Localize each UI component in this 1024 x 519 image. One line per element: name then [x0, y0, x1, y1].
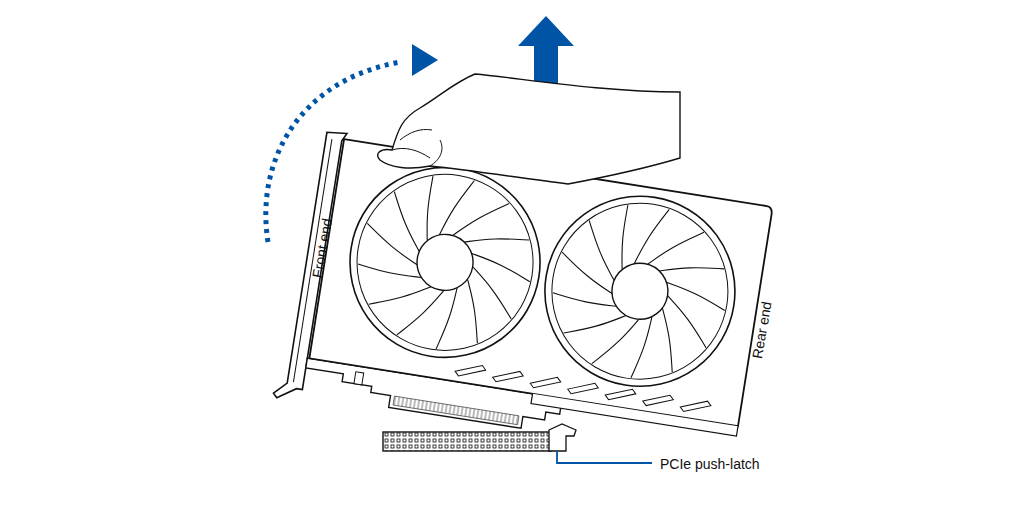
fan-blade [581, 221, 623, 281]
part-label: PCIe push-latch [660, 457, 760, 471]
fan [336, 154, 553, 371]
fan-blade [453, 196, 509, 244]
fan-blade [552, 293, 617, 307]
fan-blade [648, 224, 704, 272]
fan-blade [466, 267, 519, 319]
fan-blade [357, 264, 422, 278]
fan-blade [397, 284, 444, 341]
leader-line [557, 451, 652, 463]
fan-blade [660, 296, 713, 348]
tilt-arrow-head [412, 44, 438, 76]
fan-blade [557, 252, 617, 293]
fin-slot [605, 385, 637, 404]
fin-slot [680, 397, 712, 416]
fan-blade [464, 230, 529, 252]
fan-blade [617, 205, 632, 270]
fan-blade [663, 282, 727, 310]
fan-blade [439, 176, 474, 239]
fan-blade [386, 192, 428, 252]
fan-blade [659, 259, 724, 281]
fan-blade [634, 205, 669, 268]
pcie-slot [383, 432, 551, 451]
fin-slot [530, 373, 562, 392]
fan [531, 183, 748, 400]
graphics-card [273, 128, 774, 469]
fan-blade [369, 277, 431, 313]
fan-blade [423, 176, 438, 241]
lift-arrow [518, 16, 574, 86]
hand [378, 74, 680, 184]
fan-blade [564, 306, 626, 342]
fan-blade [653, 308, 682, 372]
pcie-push-latch [549, 424, 576, 451]
fin-slot [567, 379, 599, 398]
fan-blade [362, 223, 422, 264]
fan-blade [592, 313, 639, 370]
cooler-shroud [309, 139, 772, 426]
fan-blade [469, 253, 533, 281]
fin-slot [492, 367, 524, 386]
gold-fingers [393, 396, 519, 425]
fan-blade [458, 279, 487, 343]
fin-slot [642, 391, 674, 410]
fin-slot [454, 361, 486, 380]
